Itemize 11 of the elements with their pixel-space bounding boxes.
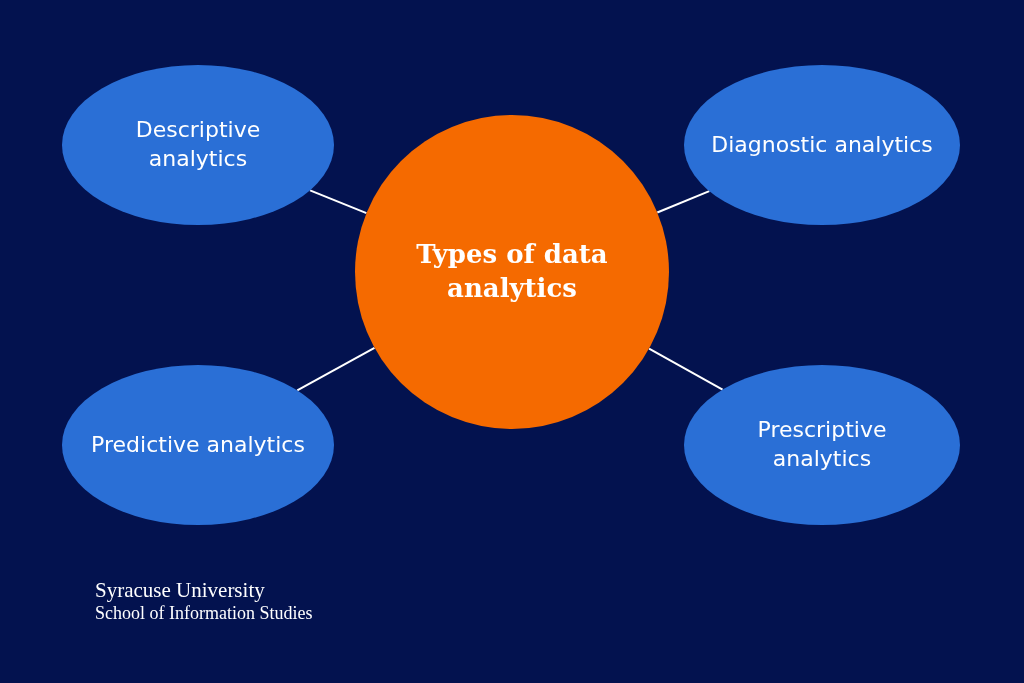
node-label: Prescriptive analytics: [756, 416, 888, 473]
connector-line: [648, 347, 724, 391]
node-label: Diagnostic analytics: [711, 130, 933, 159]
node-label: Types of data analytics: [415, 238, 609, 305]
node-label: Descriptive analytics: [134, 116, 262, 173]
connector-line: [296, 346, 376, 392]
connector-line: [309, 189, 368, 215]
node-label: Predictive analytics: [91, 430, 305, 459]
footer-text: Syracuse University: [95, 578, 266, 604]
connector-line: [656, 190, 711, 214]
footer-text: School of Information Studies: [95, 603, 313, 625]
